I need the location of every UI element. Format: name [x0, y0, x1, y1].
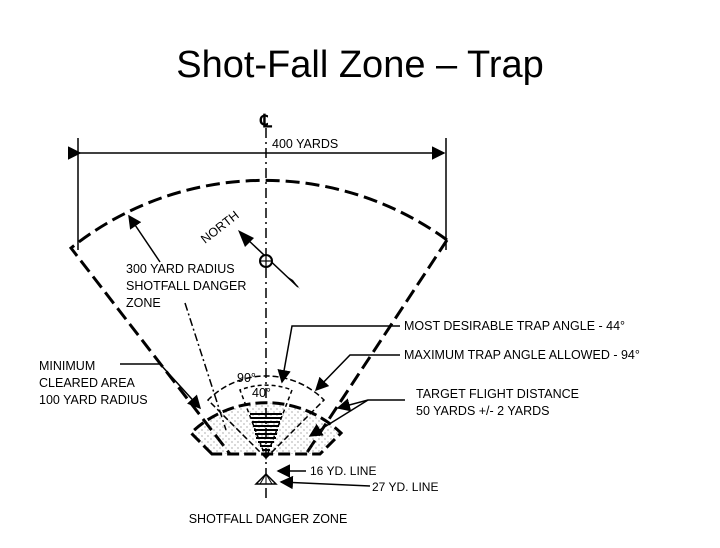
line-27-leader — [279, 475, 371, 490]
flight-distance-leader-2 — [308, 399, 369, 437]
min-cleared-line-1: MINIMUM — [39, 359, 95, 373]
centerline-symbol: ℄ — [259, 111, 272, 131]
outer-danger-zone-sector — [68, 178, 448, 455]
min-cleared-label: MINIMUM CLEARED AREA 100 YARD RADIUS — [39, 359, 148, 407]
radius-arrow — [128, 214, 161, 263]
most-desirable-leader — [277, 325, 400, 384]
max-angle-leader — [314, 354, 400, 392]
north-arrow-head — [238, 230, 254, 247]
line-16-label: 16 YD. LINE — [310, 464, 376, 478]
line-27-label: 27 YD. LINE — [372, 480, 438, 494]
flight-distance-label: TARGET FLIGHT DISTANCE 50 YARDS +/- 2 YA… — [416, 387, 582, 418]
minimum-cleared-area — [188, 401, 344, 456]
flight-distance-line-1: TARGET FLIGHT DISTANCE — [416, 387, 579, 401]
most-desirable-label: MOST DESIRABLE TRAP ANGLE - 44° — [404, 319, 625, 333]
north-arrow-tail — [285, 275, 300, 289]
sector-90-degree — [206, 375, 326, 460]
bottom-label: SHOTFALL DANGER ZONE — [189, 512, 348, 526]
radius-label-leader — [184, 302, 227, 431]
radius-label-line-1: 300 YARD RADIUS — [126, 262, 235, 276]
radius-label-line-3: ZONE — [126, 296, 161, 310]
sector-40-degree — [239, 384, 293, 461]
width-label: 400 YARDS — [272, 137, 338, 151]
station-line-3 — [265, 473, 273, 485]
max-angle-label: MAXIMUM TRAP ANGLE ALLOWED - 94° — [404, 348, 640, 362]
outer-sector-right-edge — [304, 239, 449, 455]
slide-title: Shot-Fall Zone – Trap — [176, 44, 544, 86]
radius-label: 300 YARD RADIUS SHOTFALL DANGER ZONE — [126, 262, 250, 310]
flight-distance-line-2: 50 YARDS +/- 2 YARDS — [416, 404, 550, 418]
north-label: NORTH — [198, 208, 241, 246]
radius-label-line-2: SHOTFALL DANGER — [126, 279, 246, 293]
min-cleared-line-2: CLEARED AREA — [39, 376, 136, 390]
min-cleared-leader-2 — [159, 363, 202, 410]
flight-distance-leader — [336, 398, 405, 412]
min-cleared-line-3: 100 YARD RADIUS — [39, 393, 148, 407]
angle-40-label: 40° — [252, 386, 271, 400]
angle-90-label: 90° — [237, 371, 256, 385]
trap-house-icon — [250, 413, 282, 455]
station-line-1 — [259, 473, 267, 485]
